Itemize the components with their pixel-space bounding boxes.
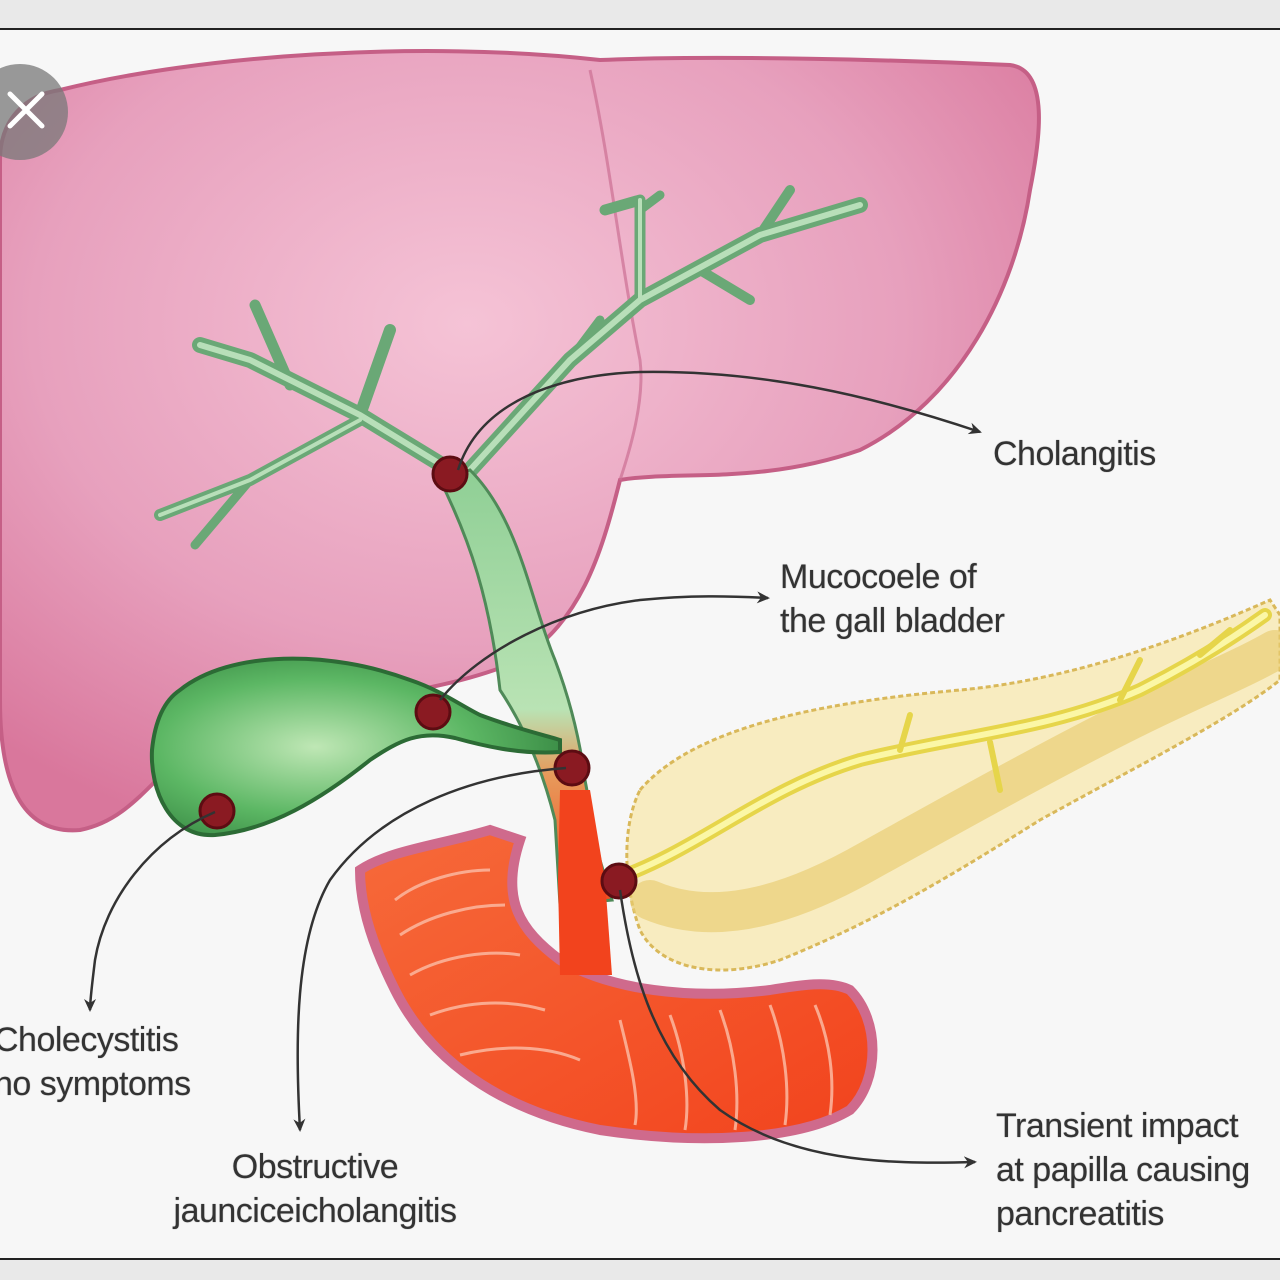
label-obstructive-line2: jaunciceicholangitis <box>173 1192 457 1230</box>
bile-ducts-highlight <box>158 198 863 517</box>
label-mucocoele-line2: the gall bladder <box>780 602 1005 640</box>
label-cholangitis: Cholangitis <box>993 435 1156 473</box>
arrow-obstructive <box>293 766 567 1132</box>
liver <box>0 49 1041 833</box>
close-icon <box>4 88 48 137</box>
pancreatic-duct-branches <box>897 627 1233 793</box>
label-cholecystitis-line2: no symptoms <box>0 1065 191 1103</box>
label-transient: Transient impact at papilla causing panc… <box>996 1104 1280 1236</box>
label-mucocoele-line1: Mucocoele of <box>780 558 977 596</box>
arrow-cholecystitis <box>84 810 216 1012</box>
pointer-arrows <box>84 370 982 1169</box>
gallbladder <box>149 656 562 838</box>
arrow-transient <box>618 889 977 1169</box>
label-cholecystitis-line1: Cholecystitis <box>0 1021 179 1059</box>
label-obstructive: Obstructive jaunciceicholangitis <box>150 1145 480 1233</box>
liver-lobe-fissure <box>588 69 643 481</box>
duodenum-folds <box>394 868 834 1131</box>
label-transient-line2: at papilla causing <box>996 1151 1250 1189</box>
label-obstructive-line1: Obstructive <box>231 1148 399 1186</box>
label-cholecystitis: Cholecystitis no symptoms <box>0 1018 191 1106</box>
arrow-cholangitis <box>456 370 982 471</box>
label-transient-line1: Transient impact <box>996 1107 1239 1145</box>
arrow-mucocoele <box>439 591 770 701</box>
label-mucocoele: Mucocoele of the gall bladder <box>780 555 1005 643</box>
label-transient-line3: pancreatitis <box>996 1195 1164 1233</box>
distal-bile-duct <box>558 790 612 975</box>
pancreas-lobules <box>630 630 1280 933</box>
gallstones <box>198 455 638 900</box>
